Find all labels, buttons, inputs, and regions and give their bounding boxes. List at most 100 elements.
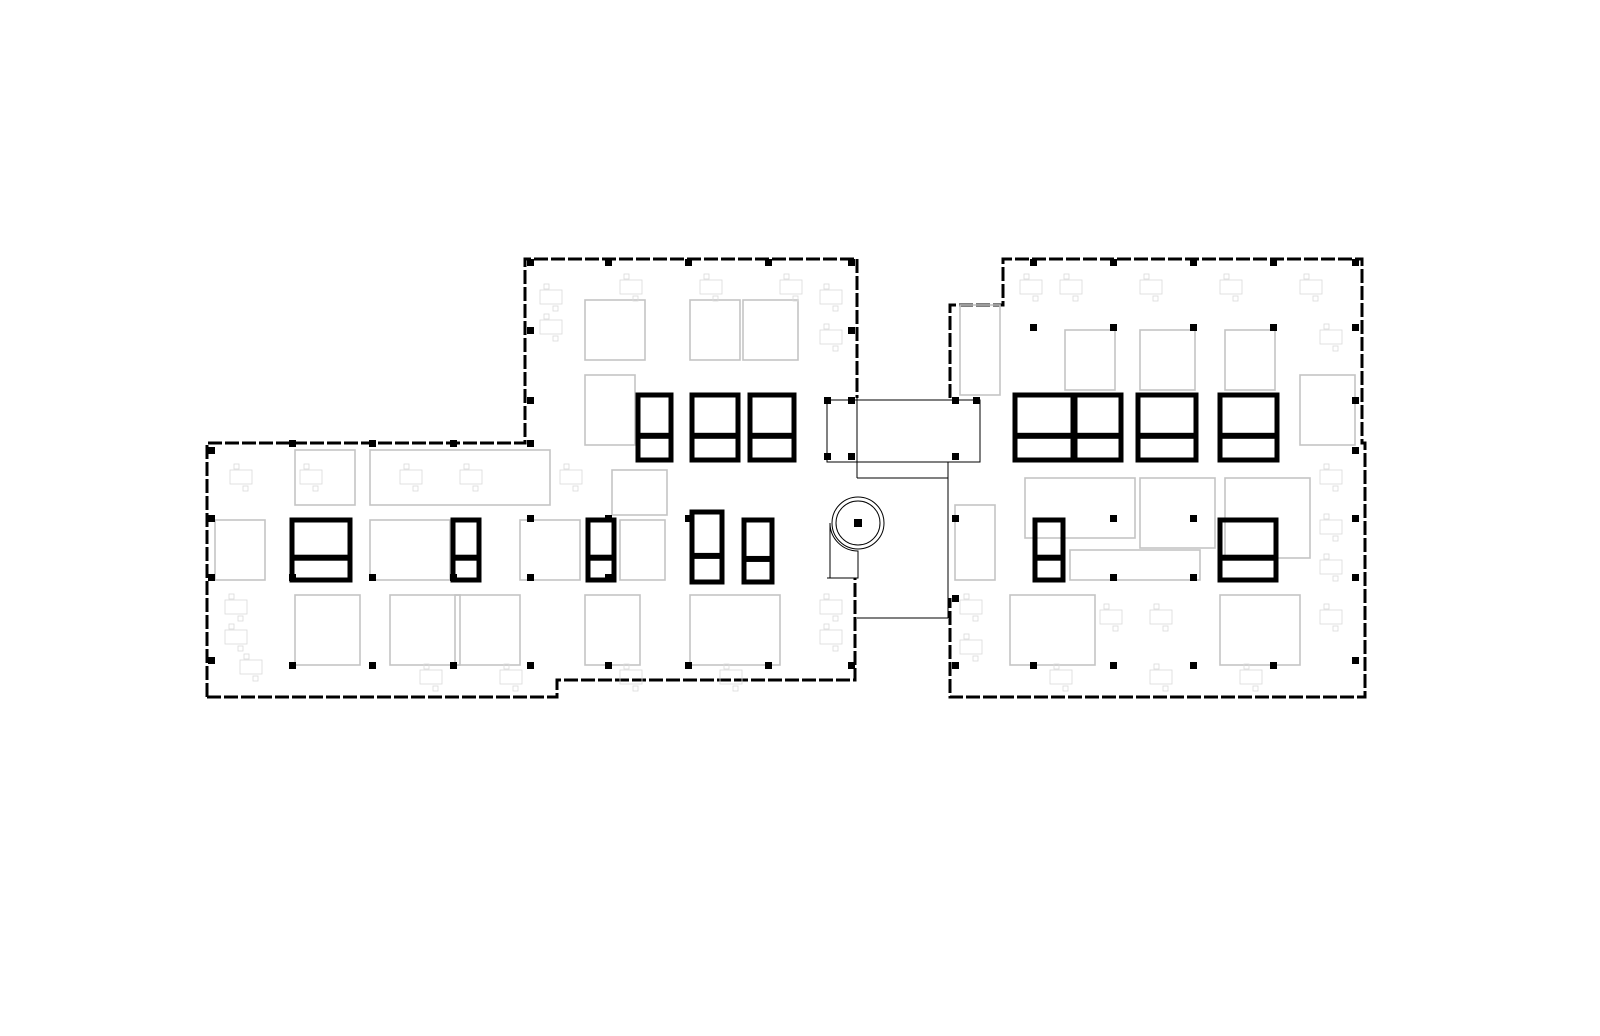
core-divider bbox=[1032, 554, 1066, 561]
bridge-upper bbox=[826, 399, 981, 463]
chair bbox=[823, 623, 830, 630]
office-room bbox=[1024, 477, 1136, 539]
core-wall bbox=[1072, 392, 1124, 463]
chair bbox=[403, 463, 410, 470]
column bbox=[605, 574, 612, 581]
office-room bbox=[1299, 374, 1356, 446]
chair bbox=[632, 295, 639, 302]
column bbox=[1030, 259, 1037, 266]
column bbox=[450, 440, 457, 447]
building-cores bbox=[289, 392, 1280, 585]
office-room bbox=[1224, 329, 1276, 391]
desk bbox=[819, 329, 843, 345]
column bbox=[1110, 515, 1117, 522]
column bbox=[1352, 397, 1359, 404]
column bbox=[289, 574, 296, 581]
column bbox=[952, 397, 959, 404]
chair bbox=[242, 485, 249, 492]
chair bbox=[832, 645, 839, 652]
chair bbox=[1312, 295, 1319, 302]
desk bbox=[1319, 609, 1343, 625]
desk bbox=[819, 629, 843, 645]
column bbox=[289, 440, 296, 447]
chair bbox=[1072, 295, 1079, 302]
chair bbox=[237, 615, 244, 622]
column bbox=[1190, 259, 1197, 266]
chair bbox=[1323, 463, 1330, 470]
column bbox=[369, 440, 376, 447]
desk bbox=[1149, 609, 1173, 625]
column bbox=[450, 662, 457, 669]
column bbox=[952, 453, 959, 460]
desk bbox=[779, 279, 803, 295]
column bbox=[1352, 324, 1359, 331]
core-wall bbox=[1032, 517, 1066, 583]
column bbox=[527, 440, 534, 447]
column bbox=[208, 447, 215, 454]
chair bbox=[432, 685, 439, 692]
desk bbox=[224, 599, 248, 615]
office-room bbox=[1139, 329, 1196, 391]
core-wall bbox=[635, 392, 674, 463]
column bbox=[1352, 657, 1359, 664]
chair bbox=[1162, 625, 1169, 632]
spiral-staircase bbox=[829, 496, 885, 579]
column bbox=[527, 574, 534, 581]
chair bbox=[963, 633, 970, 640]
chair bbox=[1332, 345, 1339, 352]
column bbox=[848, 662, 855, 669]
desk bbox=[399, 469, 423, 485]
column bbox=[527, 662, 534, 669]
chair bbox=[703, 273, 710, 280]
column bbox=[605, 662, 612, 669]
furniture bbox=[224, 273, 1343, 692]
core-divider bbox=[1012, 432, 1076, 439]
chair bbox=[1252, 685, 1259, 692]
core-divider bbox=[747, 432, 797, 439]
column bbox=[765, 259, 772, 266]
office-room bbox=[689, 594, 781, 666]
core-divider bbox=[1072, 432, 1124, 439]
chair bbox=[972, 615, 979, 622]
desk bbox=[539, 319, 563, 335]
chair bbox=[823, 323, 830, 330]
office-room bbox=[294, 594, 361, 666]
chair bbox=[1112, 625, 1119, 632]
core-wall bbox=[689, 392, 741, 463]
core-divider bbox=[689, 432, 741, 439]
column bbox=[685, 259, 692, 266]
desk bbox=[1319, 469, 1343, 485]
chair bbox=[1153, 603, 1160, 610]
office-room bbox=[1009, 594, 1096, 666]
core-divider bbox=[289, 554, 353, 561]
chair bbox=[963, 593, 970, 600]
core-divider bbox=[741, 555, 775, 562]
core-wall bbox=[747, 392, 797, 463]
chair bbox=[1053, 663, 1060, 670]
chair bbox=[1032, 295, 1039, 302]
office-room bbox=[294, 449, 356, 506]
desk bbox=[224, 629, 248, 645]
desk bbox=[459, 469, 483, 485]
chair bbox=[423, 663, 430, 670]
desk bbox=[499, 669, 523, 685]
chair bbox=[632, 685, 639, 692]
chair bbox=[1332, 575, 1339, 582]
chair bbox=[543, 313, 550, 320]
column bbox=[848, 327, 855, 334]
chair bbox=[1323, 513, 1330, 520]
desk bbox=[619, 669, 643, 685]
chair bbox=[1332, 625, 1339, 632]
core-wall bbox=[1217, 517, 1279, 583]
column bbox=[824, 397, 831, 404]
chair bbox=[412, 485, 419, 492]
column bbox=[685, 515, 692, 522]
office-room bbox=[689, 299, 741, 361]
chair bbox=[543, 283, 550, 290]
office-room bbox=[1069, 549, 1201, 581]
core-divider bbox=[585, 554, 617, 561]
column bbox=[1270, 259, 1277, 266]
desk bbox=[959, 639, 983, 655]
office-room bbox=[1219, 594, 1301, 666]
